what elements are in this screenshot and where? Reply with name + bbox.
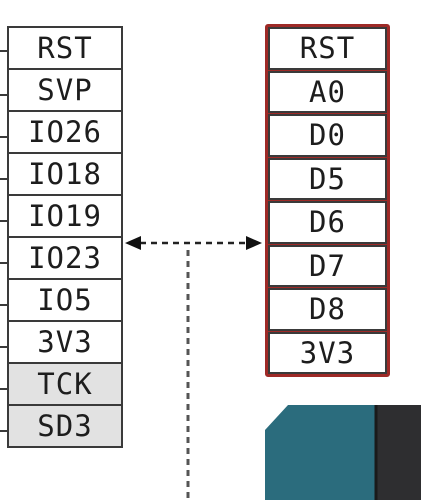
arrow-head-left <box>125 236 141 250</box>
right-pin-d7: D7 <box>268 244 387 287</box>
pin-tick <box>0 262 7 264</box>
right-pin-d5: D5 <box>268 157 387 200</box>
pin-tick <box>0 94 7 96</box>
right-pin-d6: D6 <box>268 201 387 244</box>
pin-tick <box>0 136 7 138</box>
pin-tick <box>0 220 7 222</box>
right-pin-d8: D8 <box>268 288 387 331</box>
left-pin-svp: SVP <box>7 70 123 112</box>
pin-tick <box>0 346 7 348</box>
pin-tick <box>0 304 7 306</box>
pin-tick <box>0 388 7 390</box>
pin-tick <box>0 178 7 180</box>
left-pin-io19: IO19 <box>7 196 123 238</box>
left-pin-3v3: 3V3 <box>7 322 123 364</box>
left-pin-io5: IO5 <box>7 280 123 322</box>
left-pin-sd3: SD3 <box>7 406 123 448</box>
right-pin-d0: D0 <box>268 114 387 157</box>
left-pin-io18: IO18 <box>7 154 123 196</box>
left-pin-io23: IO23 <box>7 238 123 280</box>
left-pin-rst: RST <box>7 26 123 70</box>
right-pin-header: RST A0 D0 D5 D6 D7 D8 3V3 <box>265 24 390 377</box>
pin-tick <box>0 50 7 52</box>
right-pin-3v3: 3V3 <box>268 331 387 374</box>
right-pin-a0: A0 <box>268 70 387 113</box>
arrow-head-right <box>246 236 262 250</box>
pin-tick <box>0 430 7 432</box>
right-pin-rst: RST <box>268 27 387 70</box>
left-pin-io26: IO26 <box>7 112 123 154</box>
left-pin-header: RST SVP IO26 IO18 IO19 IO23 IO5 3V3 TCK … <box>7 26 123 448</box>
board-dark-shape <box>376 405 421 500</box>
left-pin-tck: TCK <box>7 364 123 406</box>
